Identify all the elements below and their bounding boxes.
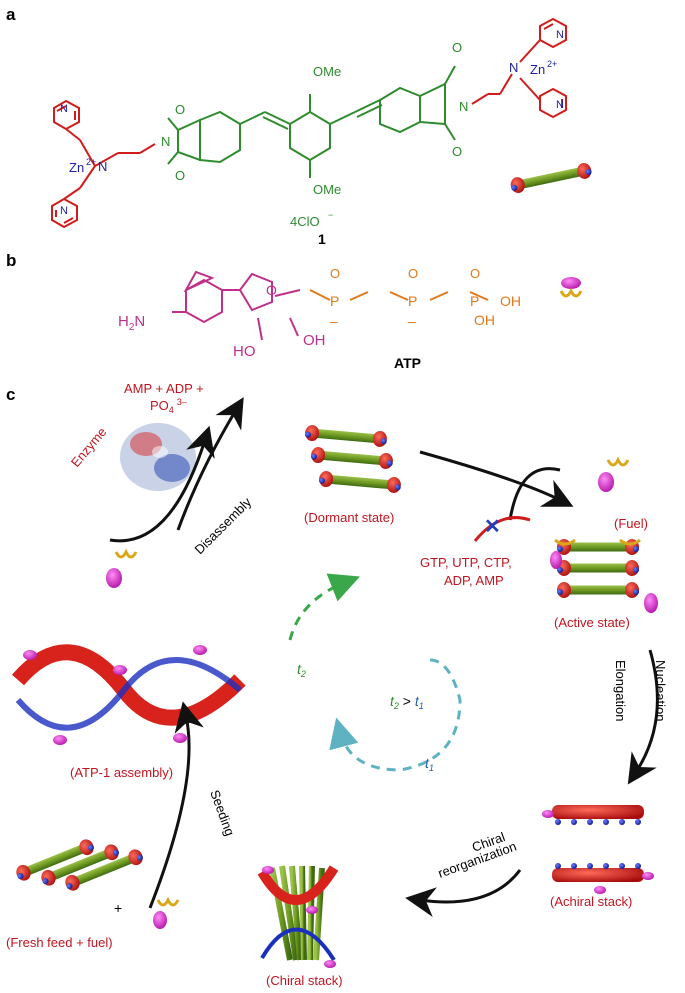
pyridine-n-label: N — [60, 103, 68, 115]
active-rods — [550, 539, 658, 613]
ome-top: OMe — [313, 64, 341, 79]
counterion: 4ClO — [290, 214, 320, 229]
left-pyridine-lower — [52, 166, 95, 227]
achiral-label: (Achiral stack) — [550, 894, 632, 909]
zn-right: Zn — [530, 62, 545, 77]
oh-ring-label: OH — [303, 332, 326, 349]
h2n: H2N — [118, 313, 145, 333]
left-imide — [168, 112, 290, 164]
ribose — [258, 290, 300, 340]
amp-adp-line1: AMP + ADP + — [124, 381, 204, 396]
zn-left: Zn — [69, 160, 84, 175]
o-p1: O — [330, 266, 340, 281]
o-left-bottom: O — [175, 168, 185, 183]
panel-b: b H2N HO OH O P P P O O O OH — [6, 251, 581, 371]
dormant-label: (Dormant state) — [304, 510, 394, 525]
compound-number: 1 — [318, 231, 326, 247]
atp1-helix — [18, 645, 240, 745]
rod-icon-a — [509, 162, 593, 195]
oh1: OH — [500, 293, 521, 309]
n-right: N — [509, 60, 518, 75]
p1: P — [330, 293, 339, 309]
minus-1: – — [330, 313, 338, 329]
panel-c: c AMP + ADP + PO43– Enzyme Disassembly (… — [6, 381, 668, 988]
right-pyridine-lower — [520, 78, 566, 117]
zn-left-charge: 2+ — [86, 157, 96, 167]
panel-a-label: a — [6, 5, 16, 24]
o-p2: O — [408, 266, 418, 281]
n-imide-left: N — [161, 134, 170, 149]
n-left: N — [98, 159, 107, 174]
fuel-icon-left — [106, 552, 136, 588]
adenine — [172, 272, 272, 322]
zn-right-charge: 2+ — [547, 59, 557, 69]
nucleotides-line2: ADP, AMP — [444, 573, 504, 588]
atp1-label: (ATP-1 assembly) — [70, 765, 173, 780]
pyridine-n-label-4: N — [556, 99, 564, 111]
ome-bottom: OMe — [313, 182, 341, 197]
nucleotides-line1: GTP, UTP, CTP, — [420, 555, 512, 570]
t2-label: t2 — [297, 661, 306, 679]
enzyme-blob — [120, 423, 196, 491]
seeding-label: Seeding — [207, 788, 237, 838]
plus-sign: + — [114, 900, 122, 916]
minus-2: – — [408, 313, 416, 329]
ring-o: O — [266, 282, 277, 298]
active-label: (Active state) — [554, 615, 630, 630]
o-right-top: O — [452, 40, 462, 55]
t2-arrow — [290, 582, 346, 640]
fresh-feed-label: (Fresh feed + fuel) — [6, 935, 113, 950]
panel-c-label: c — [6, 385, 15, 404]
ho-label: HO — [233, 343, 256, 360]
fuel-label: (Fuel) — [614, 516, 648, 531]
nucleation-label: Nucleation — [653, 660, 668, 721]
o-left-top: O — [175, 102, 185, 117]
t1-arrow — [340, 660, 460, 770]
p3: P — [470, 293, 479, 309]
x-mark: ✕ — [484, 516, 501, 538]
achiral-stack — [542, 805, 654, 894]
chiral-stack — [262, 866, 336, 968]
pyridine-n-label-3: N — [556, 29, 564, 41]
seeding-arrow — [150, 716, 189, 908]
atp-name: ATP — [394, 355, 421, 371]
o-right-bottom: O — [452, 144, 462, 159]
activation-arrow — [420, 452, 560, 500]
o-p3: O — [470, 266, 480, 281]
p2: P — [408, 293, 417, 309]
panel-a: a N N Zn 2+ N — [6, 5, 593, 247]
chiral-label: (Chiral stack) — [266, 973, 343, 988]
oh2: OH — [474, 312, 495, 328]
t-compare: t2 > t1 — [390, 693, 424, 711]
enzyme-label: Enzyme — [68, 424, 110, 470]
fresh-feed-rods — [14, 837, 145, 893]
amp-adp-line2: PO43– — [150, 397, 187, 415]
n-imide-right: N — [459, 99, 468, 114]
elongation-label: Elongation — [613, 660, 628, 721]
fuel-arrow — [510, 469, 560, 520]
pyridine-n-label-2: N — [60, 205, 68, 217]
right-imide — [380, 66, 455, 140]
panel-b-label: b — [6, 251, 16, 270]
counterion-sup: − — [328, 210, 333, 220]
dormant-rods — [304, 424, 401, 493]
fuel-icon-b — [561, 277, 581, 296]
disassembly-label: Disassembly — [192, 494, 255, 557]
reorg-arrow — [420, 870, 520, 902]
fresh-fuel-icon — [153, 900, 178, 929]
fuel-icon-right — [598, 460, 628, 492]
central-ring — [290, 94, 382, 178]
